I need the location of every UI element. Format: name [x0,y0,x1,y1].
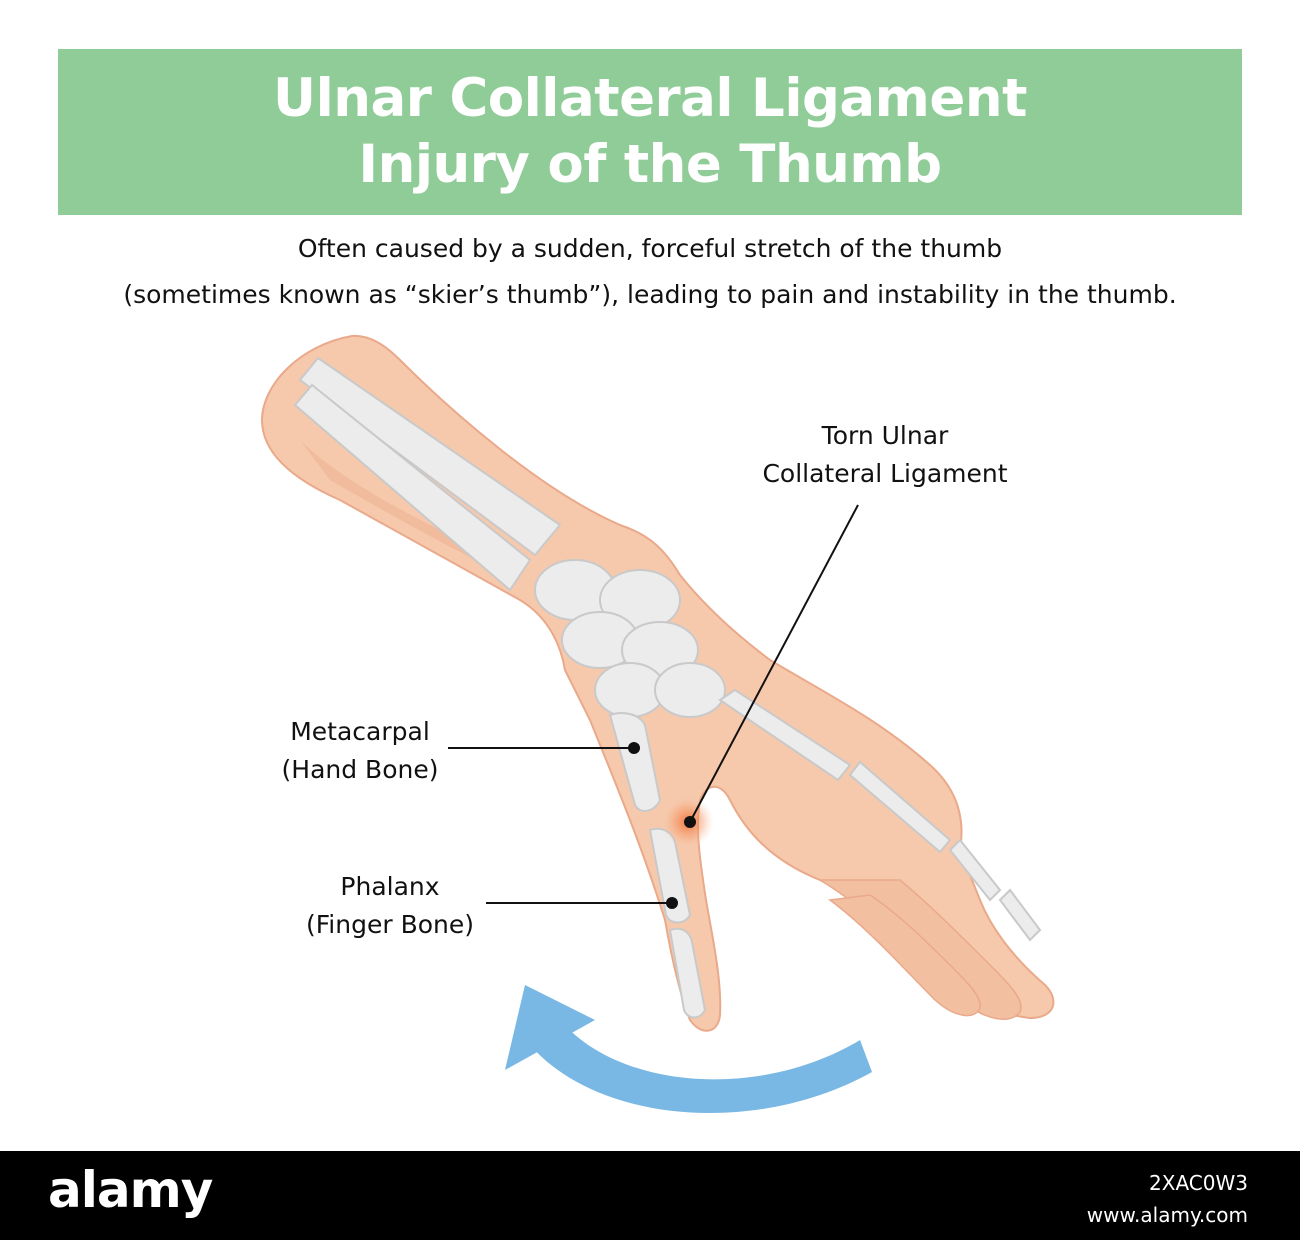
title-banner: Ulnar Collateral Ligament Injury of the … [58,49,1242,215]
metacarpal-label: Metacarpal (Hand Bone) [250,713,470,789]
ucl-marker-dot [684,816,696,828]
phalanx-marker-dot [666,897,678,909]
alamy-logo: alamy [48,1161,213,1219]
metacarpal-marker-dot [628,742,640,754]
hand-diagram [260,334,1055,1114]
metacarpal-label-line-2: (Hand Bone) [281,755,439,784]
leader-lines [448,504,859,909]
title-line-2: Injury of the Thumb [358,134,942,195]
phalanx-label-line-2: (Finger Bone) [305,910,474,939]
ucl-leader-line [689,504,859,823]
subtitle-line-2: (sometimes known as “skier’s thumb”), le… [123,280,1177,309]
phalanx-label-line-1: Phalanx [340,872,440,901]
torn-ucl-label-line-1: Torn Ulnar [821,421,949,450]
title-line-1: Ulnar Collateral Ligament [273,68,1027,129]
phalanx-label: Phalanx (Finger Bone) [260,868,520,944]
image-id: 2XAC0W3 [1149,1171,1248,1195]
torn-ucl-label: Torn Ulnar Collateral Ligament [725,417,1045,493]
metacarpal-label-line-1: Metacarpal [290,717,430,746]
subtitle-line-1: Often caused by a sudden, forceful stret… [297,234,1003,263]
footer-bar: alamy 2XAC0W3 www.alamy.com [0,1151,1300,1240]
bones [293,356,1042,1019]
subtitle: Often caused by a sudden, forceful stret… [0,226,1300,318]
torn-ucl-label-line-2: Collateral Ligament [762,459,1008,488]
motion-arrow [505,985,872,1114]
footer-url: www.alamy.com [1086,1203,1248,1227]
